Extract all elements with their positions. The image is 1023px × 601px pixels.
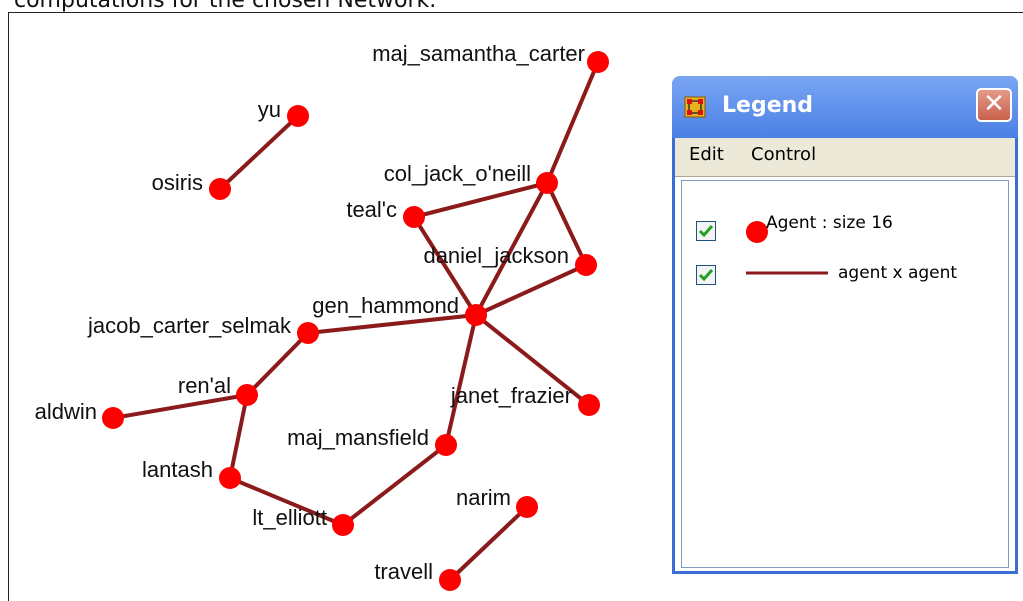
menu-edit[interactable]: Edit [689,144,724,165]
edge-lantash-lt_elliott[interactable] [229,476,344,527]
close-icon: ✕ [983,89,1005,119]
node-label-lantash: lantash [142,457,213,482]
node-col_jack_oneill[interactable] [536,172,558,194]
node-label-travell: travell [374,559,433,584]
node-lt_elliott[interactable] [332,514,354,536]
node-travell[interactable] [439,569,461,591]
edge-yu-osiris[interactable] [218,114,300,191]
node-maj_mansfield[interactable] [435,434,457,456]
edges-layer [112,61,600,582]
node-label-narim: narim [456,485,511,510]
edge-checkbox[interactable] [696,265,716,285]
close-button[interactable]: ✕ [976,88,1012,122]
page-caption: computations for the chosen Network. [14,0,437,13]
node-yu[interactable] [287,105,309,127]
node-label-renal: ren'al [178,373,231,398]
legend-menubar: Edit Control [675,138,1015,177]
edge-gen_hammond-maj_mansfield[interactable] [444,314,478,446]
node-label-daniel_jackson: daniel_jackson [423,243,569,268]
legend-edge-label: agent x agent [838,263,958,283]
node-daniel_jackson[interactable] [575,254,597,276]
edge-col_jack_oneill-tealc[interactable] [413,181,548,219]
edge-gen_hammond-jacob_carter_selmak[interactable] [307,313,477,335]
node-label-aldwin: aldwin [35,399,97,424]
node-label-tealc: teal'c [346,197,397,222]
agent-checkbox[interactable] [696,221,716,241]
node-renal[interactable] [236,384,258,406]
menu-control[interactable]: Control [751,144,817,165]
node-jacob_carter_selmak[interactable] [297,322,319,344]
node-narim[interactable] [516,496,538,518]
checkmark-icon [698,269,714,282]
edge-renal-lantash[interactable] [228,394,249,479]
legend-title: Legend [722,93,814,118]
node-label-maj_mansfield: maj_mansfield [287,425,429,450]
edge-symbol-icon [746,271,828,275]
node-symbol-icon [746,221,768,243]
node-lantash[interactable] [219,467,241,489]
edge-daniel_jackson-gen_hammond[interactable] [475,263,587,317]
edge-maj_mansfield-lt_elliott[interactable] [341,443,448,527]
node-label-maj_samantha_carter: maj_samantha_carter [372,41,585,66]
node-maj_samantha_carter[interactable] [587,51,609,73]
node-aldwin[interactable] [102,407,124,429]
node-label-gen_hammond: gen_hammond [312,293,459,318]
node-label-osiris: osiris [152,170,203,195]
edge-maj_samantha_carter-col_jack_oneill[interactable] [545,61,600,184]
node-janet_frazier[interactable] [578,394,600,416]
node-tealc[interactable] [403,206,425,228]
node-gen_hammond[interactable] [465,304,487,326]
edge-col_jack_oneill-daniel_jackson[interactable] [545,182,588,266]
node-label-jacob_carter_selmak: jacob_carter_selmak [87,313,292,338]
checkmark-icon [698,225,714,238]
node-label-lt_elliott: lt_elliott [252,505,327,530]
legend-window[interactable]: Legend ✕ Edit Control Agent : size 16 [672,76,1018,574]
edge-aldwin-renal[interactable] [112,393,248,420]
edge-jacob_carter_selmak-renal[interactable] [245,331,310,397]
legend-agent-label: Agent : size 16 [766,213,893,233]
legend-row-agent: Agent : size 16 [696,213,1006,245]
node-label-janet_frazier: janet_frazier [450,383,572,408]
legend-body: Agent : size 16 agent x agent [681,180,1009,568]
node-osiris[interactable] [209,178,231,200]
node-label-col_jack_oneill: col_jack_o'neill [384,161,531,186]
app-icon [684,96,706,118]
legend-title-bar[interactable]: Legend ✕ [672,76,1018,138]
edge-gen_hammond-janet_frazier[interactable] [474,313,591,407]
edge-narim-travell[interactable] [448,505,529,582]
edge-tealc-gen_hammond[interactable] [412,215,478,317]
legend-row-edge: agent x agent [696,263,1006,289]
node-label-yu: yu [258,97,281,122]
edge-col_jack_oneill-gen_hammond[interactable] [474,182,549,316]
